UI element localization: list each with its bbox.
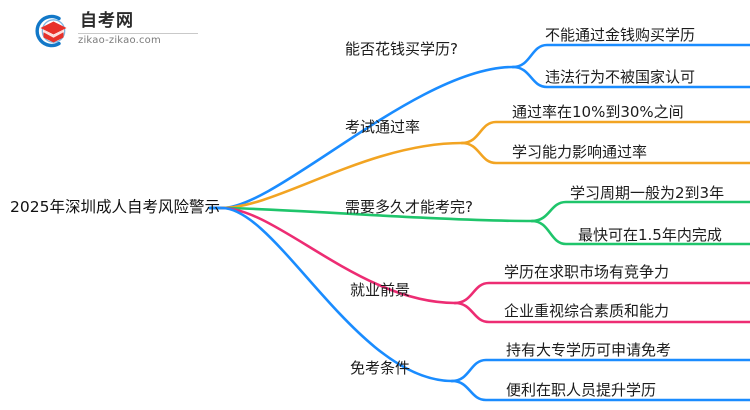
logo-domain: zikao-zikao.com (78, 35, 161, 46)
leaf-label-2-2[interactable]: 学习能力影响通过率 (512, 143, 648, 161)
connector-line (220, 141, 464, 210)
leaf-label-1-2[interactable]: 违法行为不被国家认可 (545, 68, 696, 86)
logo-title: 自考网 (80, 11, 134, 31)
connector-line (460, 141, 750, 165)
connector-line (220, 206, 457, 305)
leaf-label-4-2[interactable]: 企业重视综合素质和能力 (504, 302, 670, 320)
connector-line (453, 301, 750, 324)
branch-label-3[interactable]: 需要多久才能考完? (345, 198, 473, 216)
logo-divider (78, 33, 198, 34)
connector-line (220, 206, 534, 223)
logo-text: 自考网 zikao-zikao.com (78, 10, 203, 52)
leaf-label-1-1[interactable]: 不能通过金钱购买学历 (545, 26, 696, 44)
leaf-label-5-2[interactable]: 便利在职人员提升学历 (506, 381, 657, 399)
connector-line (530, 200, 750, 223)
zikao-logo-icon (35, 14, 67, 48)
leaf-label-5-1[interactable]: 持有大专学历可申请免考 (506, 341, 672, 359)
connector-line (220, 206, 454, 383)
connector-line (511, 65, 750, 89)
leaf-label-4-1[interactable]: 学历在求职市场有竞争力 (504, 263, 670, 281)
connector-line (511, 43, 750, 69)
site-logo[interactable]: 自考网 zikao-zikao.com (28, 10, 203, 52)
connector-line (220, 65, 515, 210)
branch-label-5[interactable]: 免考条件 (350, 359, 411, 377)
leaf-label-3-1[interactable]: 学习周期一般为2到3年 (570, 184, 725, 202)
connector-line (530, 219, 750, 246)
leaf-label-2-1[interactable]: 通过率在10%到30%之间 (512, 103, 684, 121)
branch-label-1[interactable]: 能否花钱买学历? (345, 40, 458, 58)
connector-line (453, 281, 750, 305)
connector-line (460, 120, 750, 145)
root-node-label[interactable]: 2025年深圳成人自考风险警示 (10, 198, 220, 216)
connector-line (450, 379, 750, 402)
branch-label-2[interactable]: 考试通过率 (345, 118, 421, 136)
connector-line (450, 358, 750, 383)
branch-label-4[interactable]: 就业前景 (350, 281, 411, 299)
leaf-label-3-2[interactable]: 最快可在1.5年内完成 (578, 226, 722, 244)
